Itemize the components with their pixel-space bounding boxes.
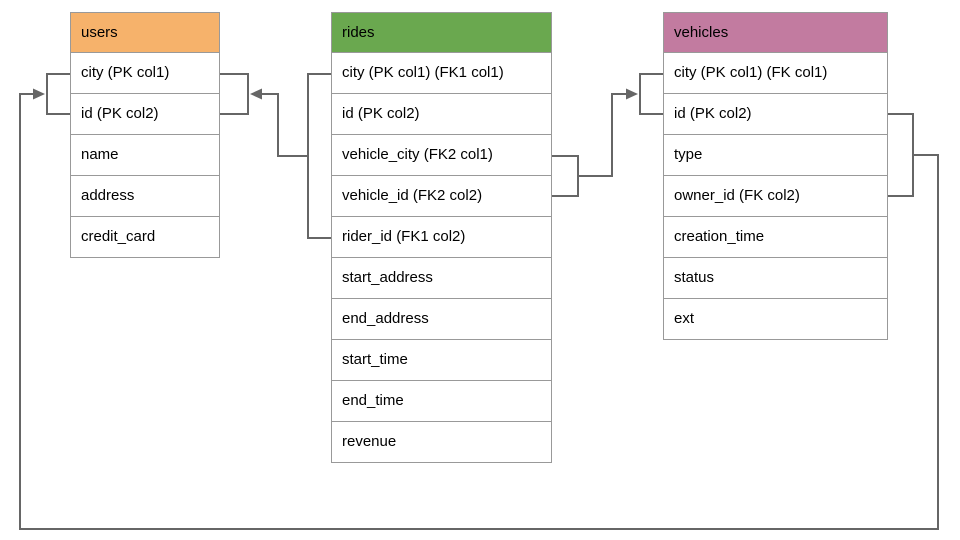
column-end_time: end_time <box>331 381 552 422</box>
column-ext: ext <box>663 299 888 340</box>
fk1-rides-to-users-line <box>307 73 331 239</box>
column-id: id (PK col2) <box>70 94 220 135</box>
table-rides: rides city (PK col1) (FK1 col1)id (PK col… <box>331 12 552 463</box>
fk-vehicles-to-users-line <box>19 93 939 530</box>
fk1-rides-to-users-line <box>261 93 308 157</box>
column-start_address: start_address <box>331 258 552 299</box>
column-rider_id: rider_id (FK1 col2) <box>331 217 552 258</box>
column-status: status <box>663 258 888 299</box>
fk2-rides-to-vehicles-line <box>552 155 579 197</box>
table-header-vehicles: vehicles <box>663 12 888 53</box>
table-header-rides: rides <box>331 12 552 53</box>
column-creation_time: creation_time <box>663 217 888 258</box>
column-name: name <box>70 135 220 176</box>
column-end_address: end_address <box>331 299 552 340</box>
fk1-rides-to-users-arrowhead-icon <box>250 88 262 100</box>
fk-vehicles-to-users-line <box>888 113 914 197</box>
column-owner_id: owner_id (FK col2) <box>663 176 888 217</box>
column-id: id (PK col2) <box>663 94 888 135</box>
column-city: city (PK col1) (FK col1) <box>663 53 888 94</box>
column-vehicle_id: vehicle_id (FK2 col2) <box>331 176 552 217</box>
column-address: address <box>70 176 220 217</box>
fk1-rides-to-users-line <box>220 73 249 115</box>
column-start_time: start_time <box>331 340 552 381</box>
fk-vehicles-to-users-line <box>46 73 70 115</box>
table-title: rides <box>342 24 375 41</box>
fk2-rides-to-vehicles-arrowhead-icon <box>626 88 638 100</box>
column-city: city (PK col1) <box>70 53 220 94</box>
table-header-users: users <box>70 12 220 53</box>
column-credit_card: credit_card <box>70 217 220 258</box>
fk2-rides-to-vehicles-line <box>639 73 663 115</box>
column-id: id (PK col2) <box>331 94 552 135</box>
table-title: users <box>81 24 118 41</box>
fk-vehicles-to-users-arrowhead-icon <box>33 88 45 100</box>
fk2-rides-to-vehicles-line <box>578 93 627 177</box>
table-vehicles: vehicles city (PK col1) (FK col1)id (PK c… <box>663 12 888 340</box>
column-type: type <box>663 135 888 176</box>
column-city: city (PK col1) (FK1 col1) <box>331 53 552 94</box>
column-vehicle_city: vehicle_city (FK2 col1) <box>331 135 552 176</box>
table-title: vehicles <box>674 24 729 41</box>
column-revenue: revenue <box>331 422 552 463</box>
